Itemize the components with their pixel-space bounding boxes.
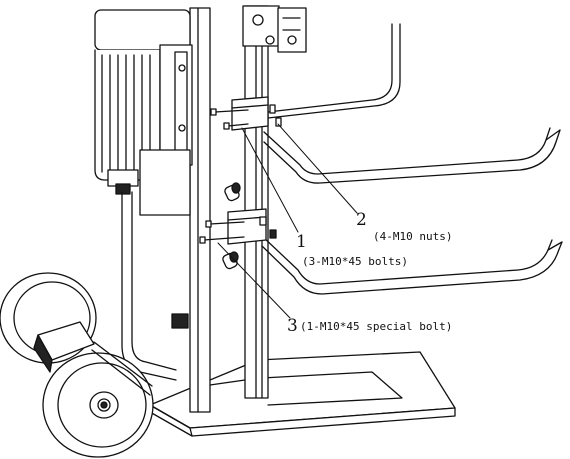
callout-3-description: (1-M10*45 special bolt) — [300, 320, 453, 333]
spacer-cylinders — [222, 182, 241, 270]
leader-lines — [217, 123, 358, 319]
hose-tube — [121, 191, 189, 381]
middle-hook-arm — [263, 127, 561, 184]
callout-2-number: 2 — [356, 210, 367, 230]
pump-housing — [242, 5, 307, 53]
upper-bracket — [210, 96, 282, 131]
lower-bracket — [199, 208, 277, 245]
motor — [94, 9, 193, 216]
callout-2-description: (4-M10 nuts) — [373, 230, 453, 243]
callout-1-number: 1 — [296, 232, 307, 252]
upright-frame — [189, 5, 269, 413]
front-wheel — [42, 352, 154, 458]
base-plate — [149, 351, 456, 437]
leader-line-1 — [241, 127, 299, 233]
axle-housing — [33, 321, 153, 396]
callout-1-description: (3-M10*45 bolts) — [302, 255, 408, 268]
leader-line-2 — [277, 123, 358, 214]
callout-3-number: 3 — [287, 316, 298, 336]
leader-line-3 — [217, 242, 291, 319]
upper-hook-arm — [267, 23, 401, 119]
lower-hook-arm — [261, 235, 563, 295]
